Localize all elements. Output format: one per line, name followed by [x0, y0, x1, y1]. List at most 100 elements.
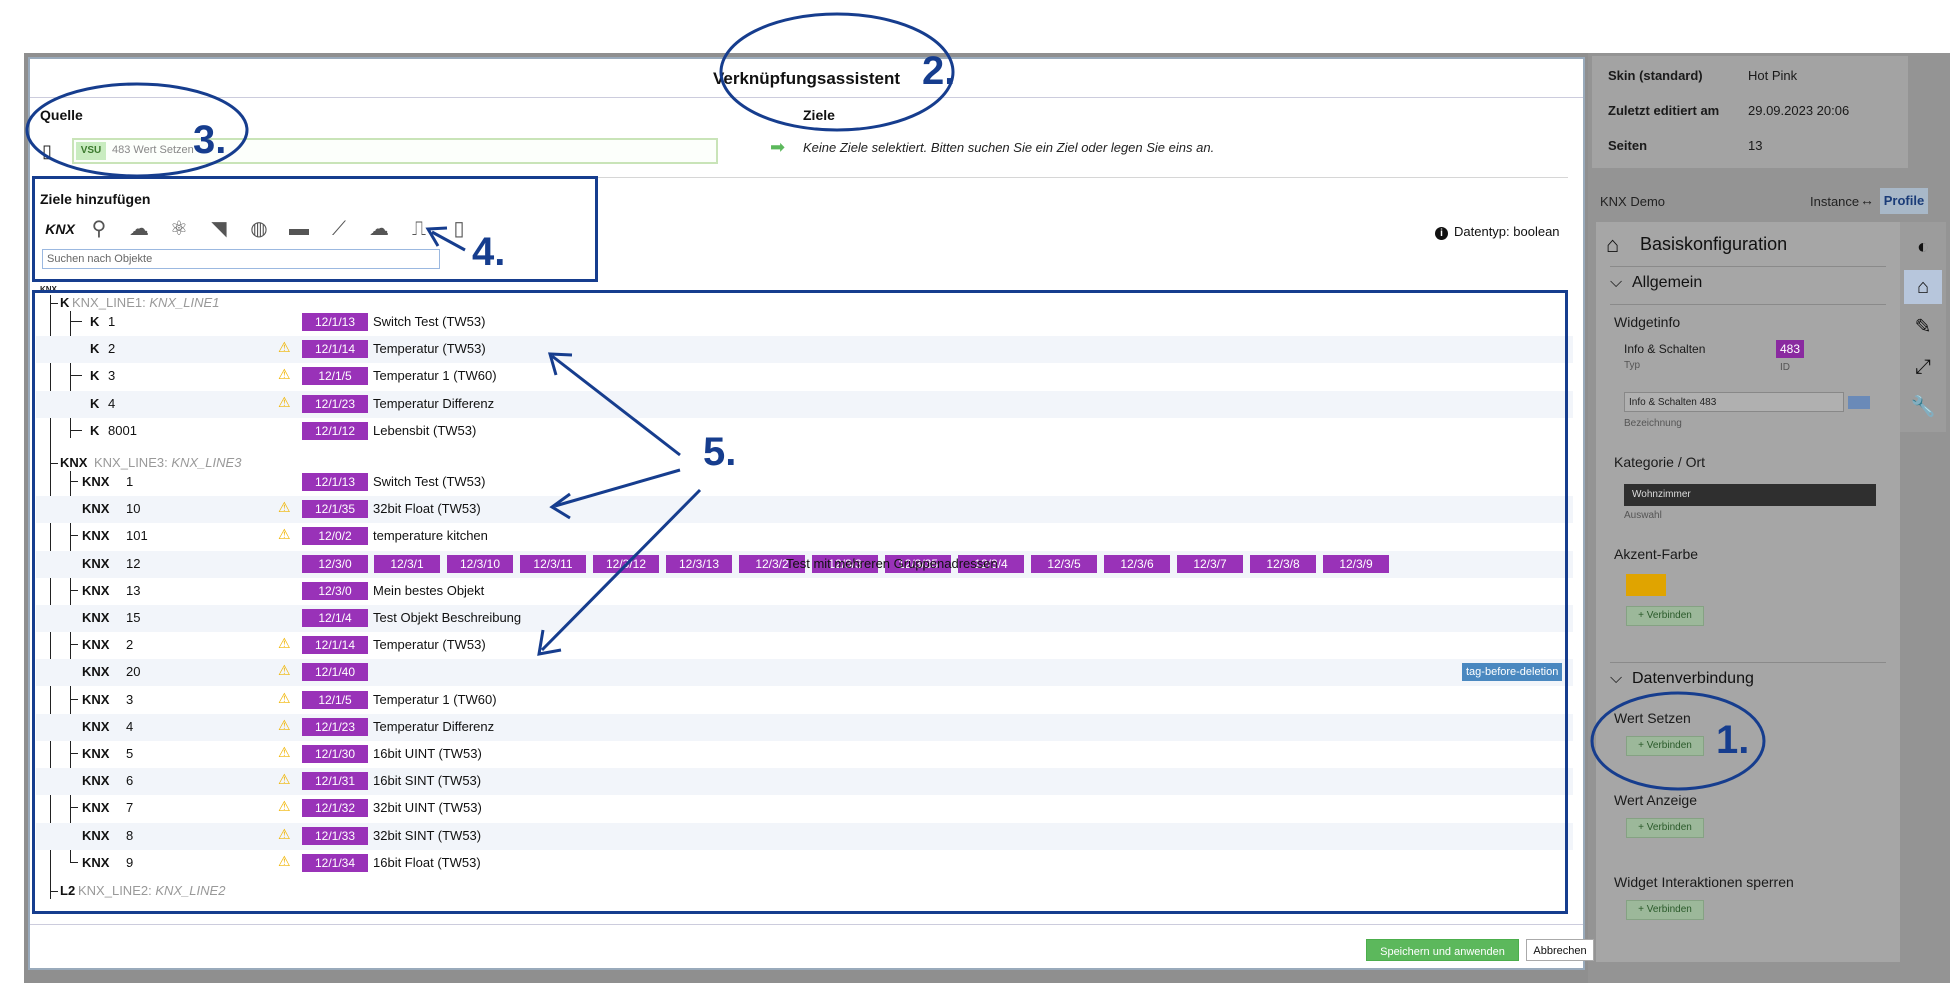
expand-icon[interactable]: ⤢: [1915, 356, 1931, 378]
chart-icon[interactable]: ⟋: [332, 218, 346, 240]
object-number: 101: [126, 528, 148, 544]
group-address-badge[interactable]: 12/1/14: [302, 340, 368, 359]
rss-icon[interactable]: ◥: [211, 218, 227, 240]
warning-icon: ⚠: [278, 689, 291, 706]
group-address-badge[interactable]: 12/3/3: [812, 554, 878, 573]
group-address-badge[interactable]: 12/1/40: [302, 663, 368, 682]
bezeichnung-label: Bezeichnung: [1624, 418, 1682, 429]
section-allgemein[interactable]: Allgemein: [1632, 274, 1703, 291]
group-address-badge[interactable]: 12/1/13: [302, 473, 368, 491]
group-address-badge[interactable]: 12/1/23: [302, 394, 368, 413]
chevron-down-icon[interactable]: ⌵: [1610, 274, 1623, 291]
group-address-badge[interactable]: 12/3/35: [885, 554, 951, 573]
verbinden-button-interaktionen[interactable]: + Verbinden: [1626, 900, 1704, 920]
group-address-badge[interactable]: 12/3/0: [302, 554, 368, 573]
group-address-badge[interactable]: 12/1/32: [302, 799, 368, 818]
accent-color-swatch[interactable]: [1626, 574, 1666, 596]
atom-icon[interactable]: ⚛: [170, 218, 188, 240]
save-and-apply-button[interactable]: Speichern und anwenden: [1366, 939, 1519, 961]
swap-arrow-icon: ↔: [1860, 192, 1874, 208]
verbinden-button-wert-anzeige[interactable]: + Verbinden: [1626, 818, 1704, 838]
profile-tab[interactable]: Profile: [1880, 188, 1928, 214]
signal-icon[interactable]: ⎍: [412, 218, 426, 240]
group-address-badge[interactable]: 12/1/34: [302, 853, 368, 872]
id-label: ID: [1780, 362, 1790, 373]
device-icon[interactable]: ▯: [453, 218, 465, 240]
group-address-badge[interactable]: 12/1/31: [302, 772, 368, 791]
type-label: Typ: [1624, 360, 1641, 371]
group-address-badge[interactable]: 12/0/2: [302, 527, 368, 546]
group-address-badge[interactable]: 12/1/13: [302, 313, 368, 331]
group-address-badge[interactable]: 12/1/12: [302, 421, 368, 440]
brain-icon[interactable]: ☁: [129, 218, 149, 240]
verbinden-button-akzent[interactable]: + Verbinden: [1626, 606, 1704, 626]
search-input[interactable]: [42, 249, 440, 269]
cancel-button[interactable]: Abbrechen: [1526, 939, 1594, 961]
cloud-icon[interactable]: ☁: [369, 218, 389, 240]
wrench-icon[interactable]: 🔧: [1910, 396, 1936, 418]
group-address-badge[interactable]: 12/3/0: [302, 581, 368, 600]
group-address-badge[interactable]: 12/1/14: [302, 636, 368, 655]
network-icon[interactable]: ⚲: [91, 218, 107, 240]
source-field[interactable]: VSU 483 Wert Setzen: [72, 138, 718, 164]
kategorie-select[interactable]: Wohnzimmer: [1624, 484, 1876, 506]
object-name: 32bit Float (TW53): [373, 501, 481, 517]
group-address-badge[interactable]: 12/3/8: [1250, 554, 1316, 573]
group-address-badge[interactable]: 12/1/35: [302, 500, 368, 519]
object-name: Test mit mehreren Gruppenadressen: [786, 555, 998, 571]
group-address-badge[interactable]: 12/3/5: [1031, 554, 1097, 573]
group-address-badge[interactable]: 12/1/5: [302, 690, 368, 709]
group-address-badge[interactable]: 12/1/5: [302, 367, 368, 386]
group-address-badge[interactable]: 12/3/7: [1177, 554, 1243, 573]
translate-icon[interactable]: [1848, 396, 1870, 409]
globe-icon[interactable]: ◍: [250, 218, 268, 240]
group-address-badge[interactable]: 12/3/1: [374, 554, 440, 573]
object-number: 3: [108, 368, 116, 384]
group-address-badge[interactable]: 12/1/4: [302, 609, 368, 627]
tag-badge[interactable]: tag-before-deletion: [1462, 663, 1563, 682]
section-datenverbindung[interactable]: Datenverbindung: [1632, 670, 1754, 687]
card-icon[interactable]: ▬: [289, 218, 309, 240]
instance-tab[interactable]: Instance: [1810, 194, 1860, 209]
group-address-badge[interactable]: 12/3/4: [958, 554, 1024, 573]
tree-connector: [70, 861, 78, 863]
group-address-badge[interactable]: 12/1/33: [302, 826, 368, 845]
toggle-icon[interactable]: ◐: [1916, 236, 1930, 258]
home-icon[interactable]: ⌂: [1904, 270, 1942, 304]
group-address-badge[interactable]: 12/3/9: [1323, 554, 1389, 573]
object-key: KNX: [82, 718, 110, 734]
bezeichnung-input[interactable]: Info & Schalten 483: [1624, 392, 1844, 412]
pencil-icon[interactable]: ✎: [1914, 316, 1932, 338]
group-address-badge[interactable]: 12/3/6: [1104, 554, 1170, 573]
group-address-badge[interactable]: 12/1/23: [302, 717, 368, 736]
knx-icon[interactable]: KNX: [45, 221, 75, 237]
chevron-down-icon[interactable]: ⌵: [1610, 670, 1623, 687]
group-address-badge[interactable]: 12/3/10: [447, 554, 513, 573]
group-address-badge[interactable]: 12/1/30: [302, 745, 368, 763]
tree-connector: [50, 295, 51, 899]
verbinden-button-wert-setzen[interactable]: + Verbinden: [1626, 736, 1704, 756]
group-address-badge[interactable]: 12/3/2: [739, 554, 805, 573]
